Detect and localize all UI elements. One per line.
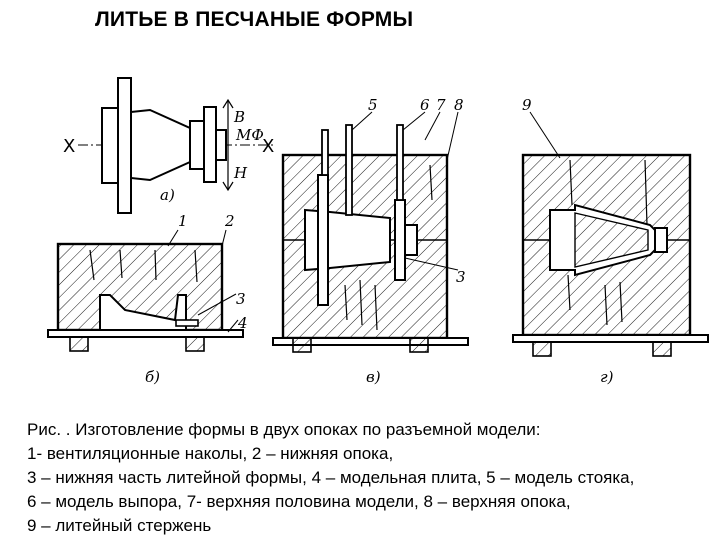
callout-6: 6 (420, 96, 430, 114)
axis-label-left: X (63, 136, 75, 157)
caption-line: Рис. . Изготовление формы в двух опоках … (27, 420, 541, 439)
callout-3-v: 3 (456, 268, 466, 286)
callout-9: 9 (522, 96, 532, 114)
callout-4: 4 (237, 314, 248, 332)
split-pattern-drawing (78, 77, 275, 214)
caption-line: 1- вентиляционные наколы, 2 – нижняя опо… (27, 444, 394, 463)
direction-up-label: В (233, 108, 245, 126)
mould-with-core-drawing (512, 111, 709, 357)
subfigure-a-label: а) (160, 186, 175, 204)
subfigure-b-label: б) (145, 368, 160, 386)
callout-5: 5 (368, 96, 378, 114)
callout-2: 2 (224, 212, 235, 230)
lower-flask-drawing (47, 229, 244, 352)
caption-line: 9 – литейный стержень (27, 516, 212, 535)
subfigure-g-label: г) (600, 368, 614, 386)
callout-7: 7 (436, 96, 446, 114)
caption-line: 6 – модель выпора, 7- верхняя половина м… (27, 492, 571, 511)
assembled-mould-drawing (272, 111, 469, 353)
callout-1: 1 (178, 212, 188, 230)
figure-caption: Рис. . Изготовление формы в двух опоках … (27, 418, 720, 538)
slide-title: ЛИТЬЕ В ПЕСЧАНЫЕ ФОРМЫ (95, 8, 414, 31)
caption-line: 3 – нижняя часть литейной формы, 4 – мод… (27, 468, 635, 487)
parting-plane-label: МФ (235, 126, 264, 144)
subfigure-v-label: в) (366, 368, 381, 386)
callout-3-b: 3 (236, 290, 246, 308)
callout-8: 8 (454, 96, 464, 114)
axis-label-right: X (262, 136, 274, 157)
casting-process-figure: X X В МФ Н а) 1 2 3 4 б) (47, 77, 709, 386)
direction-down-label: Н (233, 164, 248, 182)
